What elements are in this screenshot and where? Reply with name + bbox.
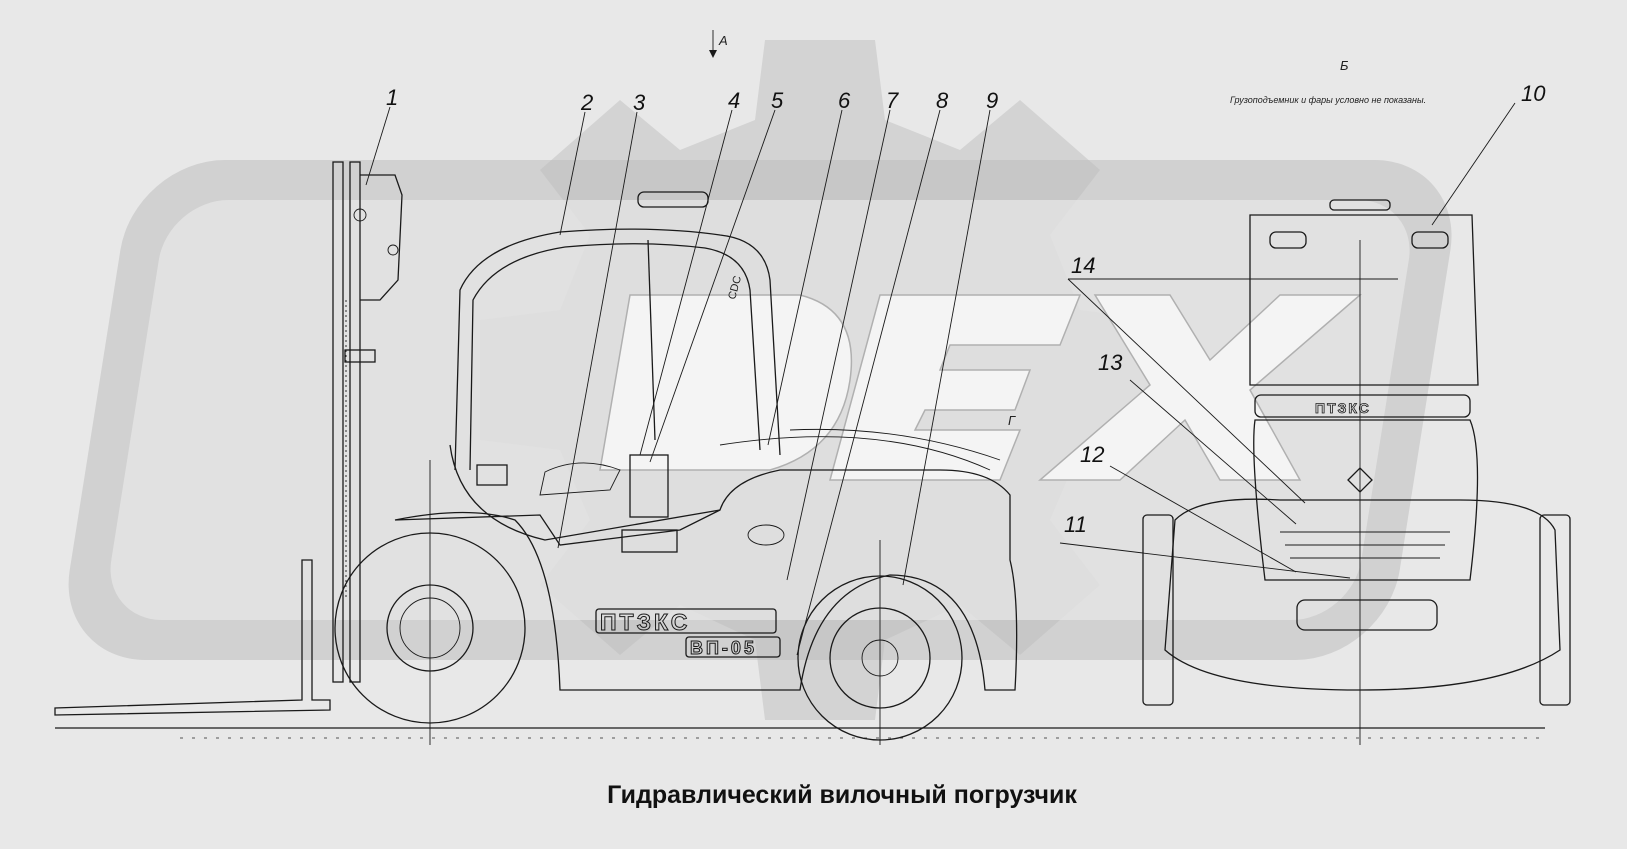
callout-12: 12 [1080, 442, 1104, 467]
view-label-a: A [718, 33, 728, 48]
leader-6 [767, 109, 843, 446]
callout-7: 7 [886, 88, 899, 113]
leader-8 [796, 109, 941, 656]
cab-mark: СDC [726, 275, 744, 301]
callout-11: 11 [1064, 512, 1087, 537]
leader-14 [1067, 278, 1306, 504]
callout-10: 10 [1521, 81, 1546, 106]
view-label-b: Б [1340, 58, 1349, 73]
callout-5: 5 [771, 88, 784, 113]
watermark-logo [68, 40, 1452, 720]
leader-10 [1431, 102, 1516, 226]
leader-5 [649, 109, 776, 463]
leader-1 [365, 106, 391, 186]
callout-6: 6 [838, 88, 851, 113]
leader-2 [559, 111, 586, 236]
leader-12 [1109, 465, 1297, 573]
view-label-g: Г [1008, 413, 1016, 428]
callouts: 1 2 3 4 5 6 7 8 9 10 11 12 13 14 [365, 81, 1546, 656]
rear-wheel [797, 540, 963, 745]
front-wheel [334, 460, 526, 745]
mast [332, 161, 403, 683]
callout-1: 1 [386, 85, 398, 110]
callout-13: 13 [1098, 350, 1123, 375]
leader-9 [902, 109, 991, 586]
callout-4: 4 [728, 88, 740, 113]
drawing-note: Грузоподъемник и фары условно не показан… [1230, 95, 1426, 105]
callout-8: 8 [936, 88, 949, 113]
side-model: ВП-05 [690, 638, 757, 658]
rear-brand: ПТЗКС [1315, 400, 1371, 416]
side-brand: ПТЗКС [600, 609, 690, 635]
rear-view [1142, 199, 1571, 745]
callout-9: 9 [986, 88, 998, 113]
leader-3 [557, 111, 638, 549]
leader-4 [639, 109, 733, 456]
drawing-title: Гидравлический вилочный погрузчик [607, 781, 1077, 809]
leader-7 [786, 109, 891, 581]
callout-14: 14 [1071, 253, 1095, 278]
callout-3: 3 [633, 90, 646, 115]
cab [454, 191, 785, 553]
leader-11 [1059, 542, 1351, 579]
view-a-arrowhead [709, 50, 717, 58]
leader-13 [1129, 379, 1297, 525]
fork [54, 559, 331, 716]
callout-2: 2 [580, 90, 593, 115]
